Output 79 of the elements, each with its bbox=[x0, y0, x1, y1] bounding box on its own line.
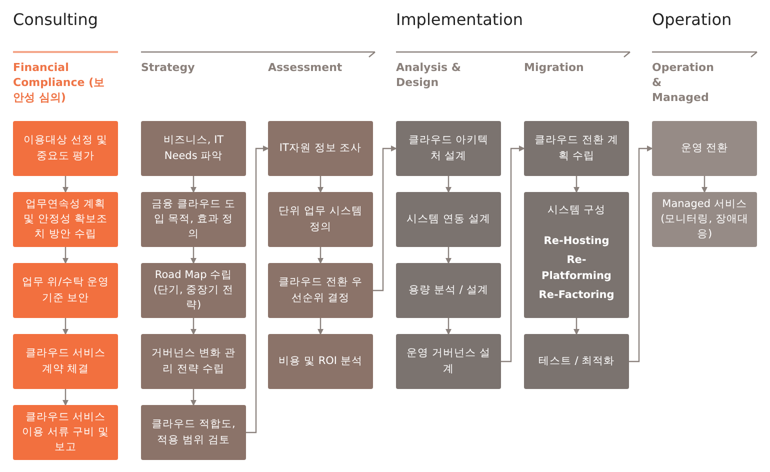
process-box bbox=[13, 192, 118, 247]
arrow bbox=[190, 247, 196, 264]
box-text: 테스트 / 최적화 bbox=[538, 354, 615, 369]
phase-title: Operation bbox=[652, 10, 732, 29]
arrow bbox=[318, 318, 324, 335]
arrow bbox=[373, 146, 397, 292]
arrow bbox=[190, 389, 196, 406]
box-text: 비즈니스, IT Needs 파악 bbox=[162, 133, 225, 164]
box-text: 단위 업무 시스템 정의 bbox=[278, 204, 364, 234]
box-text: 클라우드 서비스 이용 서류 구비 및 보고 bbox=[21, 410, 110, 456]
arrow bbox=[62, 318, 68, 335]
box-text: 운영 전환 bbox=[680, 140, 728, 156]
box-text: 거버넌스 변화 관리 전략 수립 bbox=[150, 346, 236, 376]
box-text: 금융 클라우드 도입 목적, 효과 정의 bbox=[150, 196, 236, 242]
method-text: Re-Platforming bbox=[540, 253, 612, 284]
method-text: Re-Hosting bbox=[544, 234, 610, 250]
arrow bbox=[62, 247, 68, 264]
process-box bbox=[13, 121, 118, 176]
phase-title: Consulting bbox=[13, 10, 98, 29]
process-box bbox=[524, 192, 629, 318]
arrow bbox=[446, 176, 452, 193]
arrow bbox=[446, 247, 452, 264]
box-text: 운영 거버넌스 설계 bbox=[406, 346, 492, 376]
box-text: IT자원 정보 조사 bbox=[279, 140, 362, 156]
process-box bbox=[652, 192, 757, 247]
column-heading: Analysis & Design bbox=[396, 61, 462, 91]
process-box bbox=[141, 121, 246, 176]
box-text: 클라우드 서비스 계약 체결 bbox=[24, 346, 107, 376]
arrow bbox=[190, 176, 196, 193]
box-text: 업무연속성 계획 및 안정성 확보조치 방안 수립 bbox=[22, 196, 108, 242]
process-box bbox=[268, 263, 373, 318]
process-box bbox=[13, 334, 118, 389]
box-text: 용량 분석 / 설계 bbox=[408, 282, 488, 298]
process-box bbox=[396, 263, 501, 318]
box-text: Managed 서비스 (모니터링, 장애대응) bbox=[660, 196, 749, 242]
column-heading: Operation & Managed bbox=[652, 61, 715, 106]
process-box bbox=[13, 263, 118, 318]
box-text: 클라우드 아키텍처 설계 bbox=[407, 133, 490, 164]
box-text: 업무 위/수탁 운영 기준 보안 bbox=[21, 275, 110, 306]
box-text: 비용 및 ROI 분석 bbox=[278, 354, 362, 369]
arrow bbox=[246, 146, 269, 434]
process-box bbox=[396, 121, 501, 176]
column-heading: Migration bbox=[524, 61, 585, 76]
arrow bbox=[501, 146, 525, 362]
box-text: Road Map 수립 (단기, 중장기 전략) bbox=[152, 268, 235, 314]
column-heading: Assessment bbox=[268, 61, 344, 76]
arrow bbox=[702, 176, 708, 193]
box-text: 클라우드 적합도, 적용 범위 검토 bbox=[150, 417, 236, 448]
arrow bbox=[629, 146, 653, 362]
process-box bbox=[141, 192, 246, 247]
arrow bbox=[574, 318, 580, 335]
phase-title: Implementation bbox=[396, 10, 524, 29]
process-box bbox=[13, 405, 118, 460]
process-box bbox=[268, 121, 373, 176]
process-box bbox=[524, 334, 629, 389]
column-heading: Strategy bbox=[141, 61, 196, 76]
column-heading: Financial Compliance (보안성 심의) bbox=[13, 61, 106, 106]
arrow bbox=[62, 176, 68, 193]
process-box bbox=[268, 334, 373, 389]
box-text: 이용대상 선정 및 중요도 평가 bbox=[22, 133, 108, 164]
box-text: 시스템 연동 설계 bbox=[406, 212, 490, 227]
process-box bbox=[141, 263, 246, 318]
process-box bbox=[652, 121, 757, 176]
box-text: 클라우드 전환 계획 수립 bbox=[534, 133, 620, 164]
process-box bbox=[396, 192, 501, 247]
process-box bbox=[524, 121, 629, 176]
arrow bbox=[574, 176, 580, 193]
box-text: 시스템 구성 bbox=[547, 202, 606, 218]
method-text: Re-Factoring bbox=[538, 288, 614, 303]
arrow bbox=[190, 318, 196, 335]
process-box bbox=[141, 334, 246, 389]
arrow bbox=[446, 318, 452, 335]
arrow bbox=[318, 176, 324, 193]
process-box bbox=[268, 192, 373, 247]
box-text: 클라우드 전환 우선순위 결정 bbox=[278, 275, 364, 306]
arrow bbox=[318, 247, 324, 264]
process-box bbox=[396, 334, 501, 389]
process-box bbox=[141, 405, 246, 460]
arrow bbox=[62, 389, 68, 406]
